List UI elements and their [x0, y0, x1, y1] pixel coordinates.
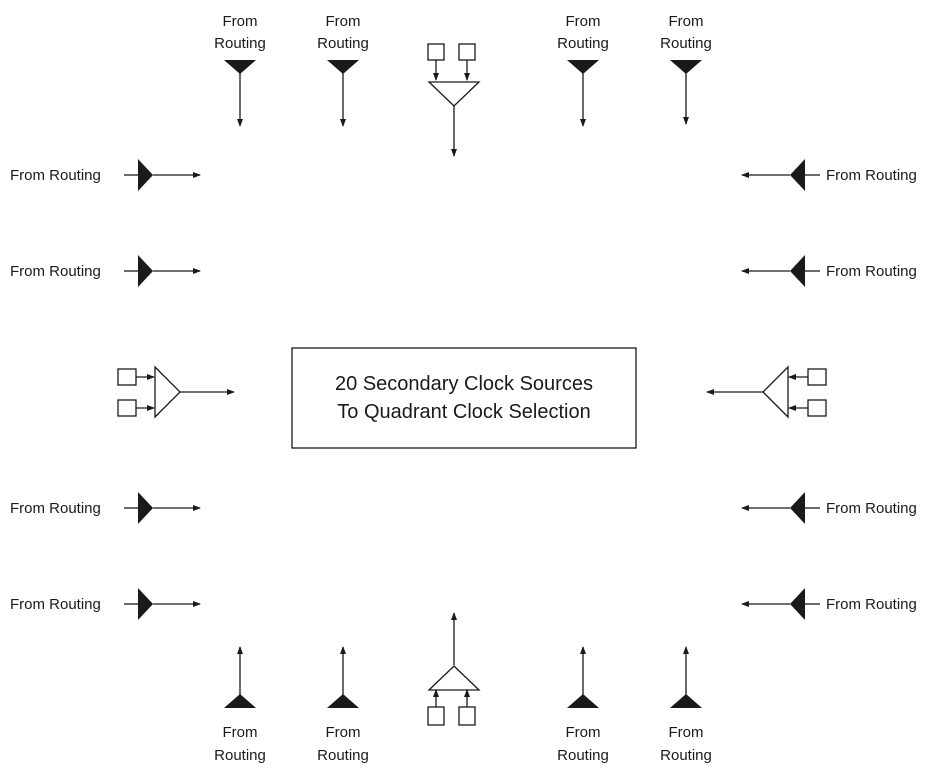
routing-label-line2: Routing — [214, 35, 266, 52]
routing-buffer-icon — [567, 694, 599, 708]
right-routing-input-3: From Routing — [741, 492, 917, 524]
routing-label: From Routing — [826, 596, 917, 613]
routing-buffer-icon — [790, 492, 805, 524]
left-clock-buffer — [117, 365, 235, 419]
routing-label: From Routing — [826, 500, 917, 517]
routing-buffer-icon — [138, 588, 153, 620]
clock-pad-icon — [117, 368, 137, 386]
left-routing-input-3: From Routing — [10, 492, 201, 524]
routing-buffer-icon — [138, 159, 153, 191]
routing-label-line1: From — [326, 13, 361, 30]
center-box: 20 Secondary Clock Sources To Quadrant C… — [291, 347, 637, 449]
clock-pad-icon — [458, 43, 476, 61]
routing-label-line2: Routing — [660, 747, 712, 764]
clock-pad-icon — [427, 43, 445, 61]
bottom-routing-input-3: From Routing — [557, 646, 609, 764]
routing-buffer-icon — [670, 694, 702, 708]
left-routing-input-4: From Routing — [10, 588, 201, 620]
center-box-frame — [291, 347, 637, 449]
routing-buffer-icon — [224, 694, 256, 708]
top-routing-input-4: From Routing — [660, 13, 712, 125]
routing-label-line2: Routing — [317, 747, 369, 764]
routing-label: From Routing — [826, 167, 917, 184]
clock-pad-icon — [427, 706, 445, 726]
center-box-line2: To Quadrant Clock Selection — [337, 401, 590, 423]
routing-label: From Routing — [826, 263, 917, 280]
routing-label: From Routing — [10, 167, 101, 184]
bottom-routing-input-4: From Routing — [660, 646, 712, 764]
top-clock-buffer — [427, 43, 481, 157]
routing-label-line1: From — [566, 13, 601, 30]
top-routing-input-2: From Routing — [317, 13, 369, 127]
routing-buffer-icon — [790, 255, 805, 287]
buffer-triangle-icon — [427, 81, 481, 107]
routing-label-line2: Routing — [660, 35, 712, 52]
routing-label: From Routing — [10, 500, 101, 517]
buffer-triangle-icon — [762, 365, 789, 419]
bottom-routing-input-1: From Routing — [214, 646, 266, 764]
routing-label-line2: Routing — [317, 35, 369, 52]
routing-buffer-icon — [327, 694, 359, 708]
buffer-triangle-icon — [427, 665, 481, 691]
routing-label-line1: From — [223, 13, 258, 30]
routing-label-line1: From — [669, 13, 704, 30]
clock-pad-icon — [117, 399, 137, 417]
right-routing-input-4: From Routing — [741, 588, 917, 620]
clock-pad-icon — [458, 706, 476, 726]
top-routing-input-3: From Routing — [557, 13, 609, 127]
routing-label-line2: Routing — [557, 747, 609, 764]
buffer-triangle-icon — [154, 365, 181, 419]
right-clock-buffer — [706, 365, 827, 419]
routing-buffer-icon — [138, 492, 153, 524]
top-routing-input-1: From Routing — [214, 13, 266, 127]
routing-label-line1: From — [566, 724, 601, 741]
left-routing-input-1: From Routing — [10, 159, 201, 191]
routing-label: From Routing — [10, 596, 101, 613]
routing-label: From Routing — [10, 263, 101, 280]
routing-label-line2: Routing — [214, 747, 266, 764]
routing-buffer-icon — [790, 159, 805, 191]
left-routing-input-2: From Routing — [10, 255, 201, 287]
clock-pad-icon — [807, 399, 827, 417]
right-routing-input-2: From Routing — [741, 255, 917, 287]
routing-label-line1: From — [326, 724, 361, 741]
bottom-clock-buffer — [427, 612, 481, 726]
right-routing-input-1: From Routing — [741, 159, 917, 191]
routing-label-line2: Routing — [557, 35, 609, 52]
routing-label-line1: From — [669, 724, 704, 741]
routing-label-line1: From — [223, 724, 258, 741]
routing-buffer-icon — [138, 255, 153, 287]
clock-pad-icon — [807, 368, 827, 386]
routing-buffer-icon — [790, 588, 805, 620]
bottom-routing-input-2: From Routing — [317, 646, 369, 764]
center-box-line1: 20 Secondary Clock Sources — [335, 373, 593, 395]
